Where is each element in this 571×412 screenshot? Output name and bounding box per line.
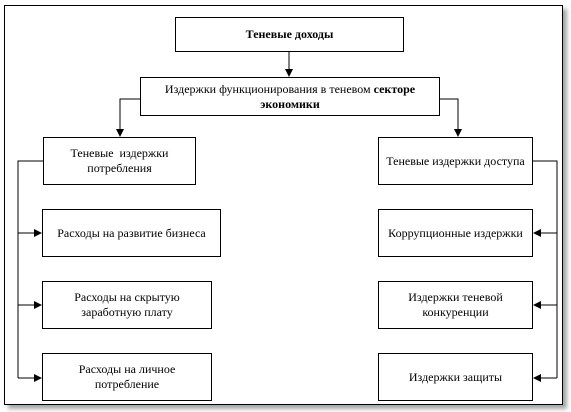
- node-consumption-costs: Теневые издержки потребления: [43, 137, 196, 185]
- right-trunk-line: [533, 160, 558, 378]
- node-access-costs-label: Теневые издержки доступа: [386, 153, 525, 168]
- node-hidden-wages-label: Расходы на скрытую заработную плату: [74, 290, 180, 319]
- node-shadow-competition: Издержки теневой конкуренции: [378, 281, 533, 329]
- node-business-development-label: Расходы на развитие бизнеса: [57, 225, 206, 240]
- node-corruption-costs: Коррупционные издержки: [378, 209, 533, 257]
- node-personal-consumption-label: Расходы на личное потребление: [78, 362, 176, 391]
- node-hidden-wages: Расходы на скрытую заработную плату: [42, 281, 212, 329]
- arrow-costs-to-consumption: [116, 98, 140, 137]
- node-protection-costs-label: Издержки защиты: [408, 369, 503, 384]
- left-trunk-line: [17, 160, 43, 378]
- node-shadow-income-label: Теневые доходы: [245, 27, 334, 41]
- node-corruption-costs-label: Коррупционные издержки: [388, 225, 523, 240]
- node-shadow-income: Теневые доходы: [175, 17, 404, 52]
- node-access-costs: Теневые издержки доступа: [378, 137, 533, 185]
- node-functioning-costs: Издержки функционирования в теневом сект…: [140, 77, 440, 116]
- arrow-costs-to-access: [440, 98, 462, 137]
- node-personal-consumption: Расходы на личное потребление: [42, 353, 212, 401]
- node-functioning-costs-label: Издержки функционирования в теневом сект…: [164, 81, 416, 111]
- diagram-frame: [4, 5, 563, 405]
- node-business-development: Расходы на развитие бизнеса: [42, 209, 221, 257]
- node-consumption-costs-label: Теневые издержки потребления: [70, 146, 172, 175]
- node-shadow-competition-label: Издержки теневой конкуренции: [408, 290, 503, 319]
- node-protection-costs: Издержки защиты: [378, 353, 533, 401]
